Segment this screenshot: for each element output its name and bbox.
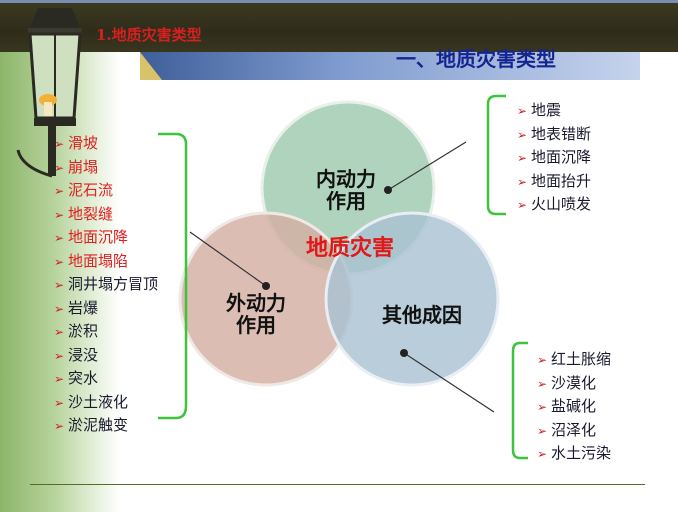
list-item: ➢水土污染 bbox=[537, 442, 611, 466]
list-item: ➢突水 bbox=[54, 367, 158, 391]
list-item-label: 洞井塌方冒顶 bbox=[68, 275, 159, 293]
list-item-label: 崩塌 bbox=[68, 157, 99, 176]
list-item-label: 沼泽化 bbox=[551, 420, 597, 439]
list-item: ➢地面沉降 bbox=[517, 146, 591, 170]
list-item: ➢泥石流 bbox=[54, 179, 158, 203]
arrow-bullet-icon: ➢ bbox=[537, 423, 548, 438]
list-item: ➢地面塌陷 bbox=[54, 250, 158, 274]
other-causes-circle bbox=[324, 211, 500, 387]
list-item: ➢红土胀缩 bbox=[537, 348, 611, 372]
arrow-bullet-icon: ➢ bbox=[54, 184, 65, 198]
arrow-bullet-icon: ➢ bbox=[537, 400, 548, 414]
list-item-label: 红土胀缩 bbox=[551, 350, 612, 368]
list-item: ➢地震 bbox=[517, 99, 591, 123]
list-item: ➢淤泥触变 bbox=[54, 414, 158, 438]
list-item: ➢盐碱化 bbox=[537, 395, 611, 419]
list-item: ➢地裂缝 bbox=[54, 203, 158, 227]
list-item-label: 突水 bbox=[68, 369, 99, 387]
list-item: ➢沙土液化 bbox=[54, 391, 158, 415]
center-label: 地质灾害 bbox=[305, 236, 394, 261]
header-bar bbox=[0, 0, 678, 52]
arrow-bullet-icon: ➢ bbox=[54, 207, 65, 222]
arrow-bullet-icon: ➢ bbox=[537, 353, 548, 367]
list-item: ➢滑坡 bbox=[54, 132, 158, 156]
list-item-label: 淤泥触变 bbox=[68, 416, 129, 434]
inner-force-label: 内动力 作用 bbox=[316, 167, 376, 213]
arrow-bullet-icon: ➢ bbox=[54, 278, 65, 292]
list-item-label: 火山喷发 bbox=[531, 195, 592, 213]
list-item-label: 地震 bbox=[531, 101, 562, 119]
list-item-label: 地面沉降 bbox=[531, 148, 592, 166]
list-item-label: 岩爆 bbox=[68, 298, 99, 317]
left-bracket bbox=[158, 132, 188, 420]
lantern-icon bbox=[16, 8, 82, 178]
list-item-label: 泥石流 bbox=[68, 181, 114, 199]
list-item: ➢沙漠化 bbox=[537, 372, 611, 396]
list-item-label: 盐碱化 bbox=[551, 397, 597, 415]
arrow-bullet-icon: ➢ bbox=[54, 348, 65, 363]
arrow-bullet-icon: ➢ bbox=[517, 127, 528, 142]
arrow-bullet-icon: ➢ bbox=[54, 231, 65, 245]
bottom-divider bbox=[30, 484, 645, 485]
arrow-bullet-icon: ➢ bbox=[517, 174, 528, 189]
inner-force-hazard-list: ➢地震➢地表错断➢地面沉降➢地面抬升➢火山喷发 bbox=[517, 99, 591, 217]
bottom-right-bracket bbox=[511, 341, 528, 460]
list-item-label: 水土污染 bbox=[551, 444, 612, 462]
connector-dot-top-right bbox=[384, 186, 392, 194]
outer-force-label: 外动力 作用 bbox=[226, 291, 286, 337]
arrow-bullet-icon: ➢ bbox=[537, 447, 548, 461]
arrow-bullet-icon: ➢ bbox=[517, 198, 528, 212]
slide-title: 一、地质灾害类型 bbox=[396, 47, 556, 71]
list-item-label: 地裂缝 bbox=[68, 204, 114, 223]
list-item: ➢火山喷发 bbox=[517, 193, 591, 217]
list-item-label: 地面抬升 bbox=[531, 171, 592, 190]
list-item: ➢岩爆 bbox=[54, 297, 158, 321]
list-item-label: 浸没 bbox=[68, 345, 99, 364]
arrow-bullet-icon: ➢ bbox=[54, 160, 65, 175]
connector-bottom-right bbox=[403, 352, 495, 413]
arrow-bullet-icon: ➢ bbox=[54, 419, 65, 433]
arrow-bullet-icon: ➢ bbox=[54, 372, 65, 386]
other-causes-label: 其他成因 bbox=[382, 303, 462, 327]
connector-dot-left bbox=[262, 282, 270, 290]
top-right-bracket bbox=[486, 94, 506, 216]
list-item-label: 地面沉降 bbox=[68, 228, 129, 246]
title-band bbox=[140, 52, 640, 80]
arrow-bullet-icon: ➢ bbox=[54, 254, 65, 269]
title-band-notch bbox=[140, 52, 162, 80]
arrow-bullet-icon: ➢ bbox=[54, 325, 65, 339]
list-item: ➢浸没 bbox=[54, 344, 158, 368]
left-hazard-list: ➢滑坡➢崩塌➢泥石流➢地裂缝➢地面沉降➢地面塌陷➢洞井塌方冒顶➢岩爆➢淤积➢浸没… bbox=[54, 132, 158, 438]
header-accent-strip bbox=[0, 0, 678, 3]
arrow-bullet-icon: ➢ bbox=[54, 137, 65, 151]
list-item: ➢地面抬升 bbox=[517, 170, 591, 194]
list-item: ➢崩塌 bbox=[54, 156, 158, 180]
other-causes-hazard-list: ➢红土胀缩➢沙漠化➢盐碱化➢沼泽化➢水土污染 bbox=[537, 348, 611, 466]
list-item: ➢地面沉降 bbox=[54, 226, 158, 250]
arrow-bullet-icon: ➢ bbox=[54, 301, 65, 316]
list-item: ➢地表错断 bbox=[517, 123, 591, 147]
list-item-label: 淤积 bbox=[68, 322, 99, 340]
list-item: ➢淤积 bbox=[54, 320, 158, 344]
list-item-label: 地表错断 bbox=[531, 124, 592, 143]
arrow-bullet-icon: ➢ bbox=[54, 395, 65, 410]
connector-top-right bbox=[387, 141, 467, 191]
list-item-label: 沙漠化 bbox=[551, 373, 597, 392]
list-item: ➢洞井塌方冒顶 bbox=[54, 273, 158, 297]
connector-left bbox=[189, 231, 267, 287]
list-item-label: 沙土液化 bbox=[68, 392, 129, 411]
arrow-bullet-icon: ➢ bbox=[517, 104, 528, 118]
arrow-bullet-icon: ➢ bbox=[517, 151, 528, 165]
list-item-label: 滑坡 bbox=[68, 134, 99, 152]
list-item: ➢沼泽化 bbox=[537, 419, 611, 443]
connector-dot-bottom-right bbox=[400, 349, 408, 357]
section-label: 1.地质灾害类型 bbox=[96, 26, 202, 44]
list-item-label: 地面塌陷 bbox=[68, 251, 129, 270]
arrow-bullet-icon: ➢ bbox=[537, 376, 548, 391]
